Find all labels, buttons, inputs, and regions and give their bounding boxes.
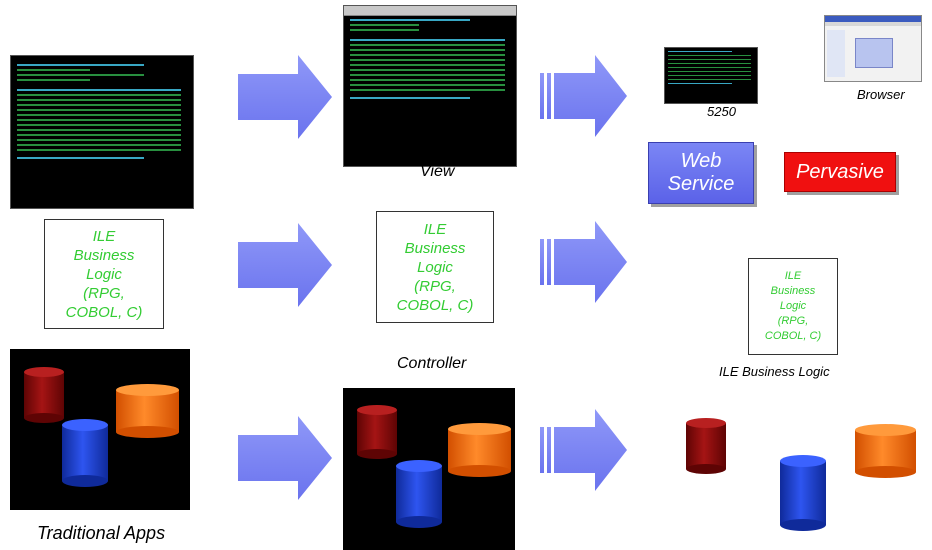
database-cylinder-red [686, 418, 726, 474]
arrow-right-icon [238, 223, 332, 307]
arrow-striped-icon [540, 409, 627, 491]
logic-line: Logic [86, 265, 122, 283]
web-service-line1: Web [680, 150, 722, 172]
logic-line: Logic [779, 300, 807, 312]
logic-line: Logic [417, 258, 453, 276]
caption-traditional-apps: Traditional Apps [37, 523, 166, 543]
database-cylinder-orange [855, 424, 916, 478]
caption-controller: Controller [397, 355, 467, 372]
database-cylinder-orange [448, 423, 511, 477]
database-cylinder-blue [396, 460, 442, 528]
terminal-screenshot-traditional [10, 55, 194, 209]
database-cylinder-orange [116, 384, 179, 438]
arrow-right-icon [238, 55, 332, 139]
logic-line: COBOL, C) [65, 303, 143, 321]
logic-box-traditional: ILE Business Logic (RPG, COBOL, C) [44, 219, 164, 329]
logic-line: (RPG, [414, 277, 456, 295]
logic-box-ile: ILE Business Logic (RPG, COBOL, C) [748, 258, 838, 355]
logic-line: ILE [423, 220, 447, 238]
web-service-badge: Web Service [648, 142, 754, 204]
logic-line: (RPG, [777, 315, 809, 327]
web-service-line2: Service [667, 173, 735, 195]
pervasive-badge: Pervasive [784, 152, 896, 192]
arrow-striped-icon [540, 55, 627, 137]
database-cylinder-blue [780, 455, 826, 531]
caption-browser: Browser [857, 87, 905, 102]
database-cylinder-red [357, 405, 397, 459]
logic-line: Business [770, 285, 816, 297]
caption-ile-business-logic: ILE Business Logic [719, 364, 830, 379]
logic-line: Business [73, 246, 135, 264]
logic-line: ILE [784, 270, 802, 282]
terminal-screenshot-view [343, 5, 517, 167]
pervasive-label: Pervasive [796, 160, 884, 183]
logic-box-controller: ILE Business Logic (RPG, COBOL, C) [376, 211, 494, 323]
caption-view: View [420, 163, 455, 180]
caption-5250: 5250 [707, 104, 736, 119]
logic-line: COBOL, C) [764, 330, 822, 342]
logic-line: (RPG, [83, 284, 125, 302]
database-cylinder-red [24, 367, 64, 423]
browser-screenshot [824, 15, 922, 82]
logic-line: Business [404, 239, 466, 257]
arrow-right-icon [238, 416, 332, 500]
logic-line: ILE [92, 227, 116, 245]
logic-line: COBOL, C) [396, 296, 474, 314]
database-cylinder-blue [62, 419, 108, 487]
arrow-striped-icon [540, 221, 627, 303]
terminal-screenshot-5250 [664, 47, 758, 104]
